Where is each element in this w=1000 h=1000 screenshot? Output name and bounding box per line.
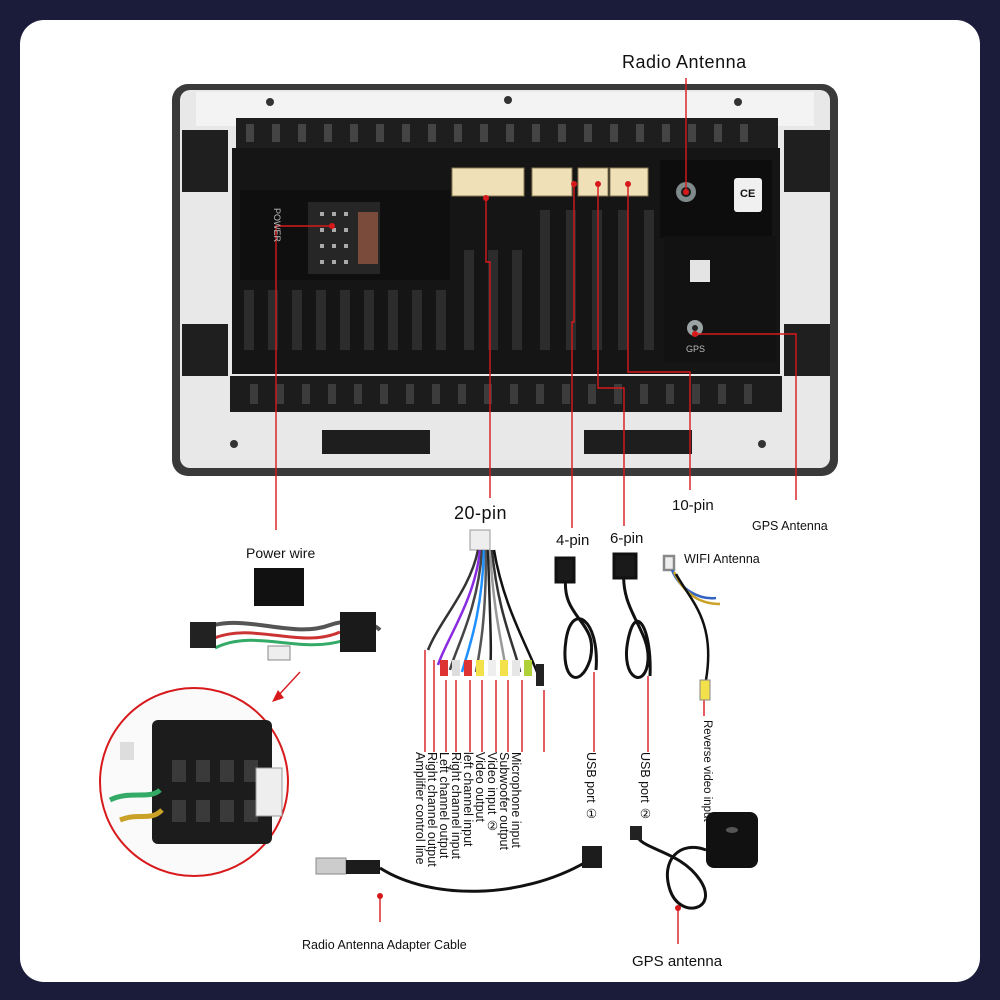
head-unit-rear [172, 84, 838, 476]
usb-cables [554, 552, 652, 679]
leader-dots [272, 181, 698, 911]
label-reverse-video-input: Reverse video input [701, 720, 713, 822]
pin20-function: Right channel input [449, 752, 463, 860]
pin20-function: Amplifier control line [413, 752, 427, 865]
label-20-pin: 20-pin [454, 503, 508, 523]
pin20-function: Right channel output [425, 752, 439, 867]
unit-power-port-label: POWER [272, 208, 282, 243]
label-gps-antenna-bottom: GPS antenna [632, 953, 723, 970]
label-4-pin: 4-pin [556, 532, 590, 549]
label-radio-antenna: Radio Antenna [622, 52, 747, 72]
leader-lines [275, 78, 797, 944]
gps-antenna-device [630, 812, 758, 910]
label-power-wire: Power wire [246, 545, 316, 561]
label-10-pin: 10-pin [672, 497, 714, 514]
pin20-function: Microphone input [509, 752, 523, 848]
label-usb-port-2: USB port ② [638, 752, 652, 822]
pin20-function: Video output [473, 752, 487, 822]
unit-gps-port-label: GPS [686, 344, 706, 354]
ce-mark: CE [740, 188, 756, 200]
wifi-reverse-cable [662, 554, 721, 701]
label-6-pin: 6-pin [610, 530, 644, 547]
pin20-function: Video input ② [485, 752, 499, 833]
label-usb-port-1: USB port ① [584, 752, 598, 822]
label-gps-antenna-top: GPS Antenna [752, 519, 828, 533]
label-radio-antenna-adapter-cable: Radio Antenna Adapter Cable [302, 938, 467, 952]
pin20-function: Subwoofer output [497, 752, 511, 850]
power-connector-zoom [99, 687, 289, 877]
radio-antenna-adapter [315, 846, 602, 893]
pin20-function-list: Microphone input Subwoofer output Video … [413, 752, 523, 867]
power-wire-harness [190, 568, 382, 661]
pin20-function: left channel input [461, 752, 475, 847]
pin20-harness [426, 529, 544, 686]
label-wifi-antenna: WIFI Antenna [684, 552, 760, 566]
pin20-function: Left channel output [437, 752, 451, 859]
